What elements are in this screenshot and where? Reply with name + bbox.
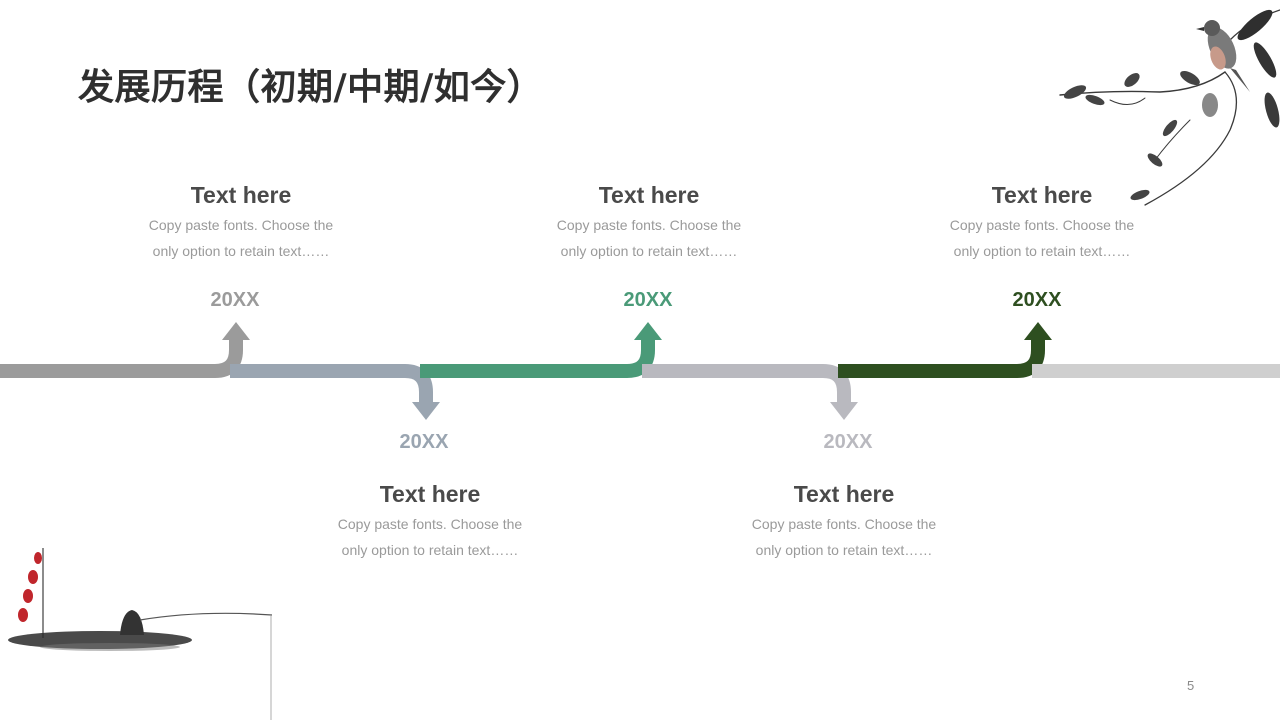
page-title: 发展历程（初期/中期/如今） — [78, 67, 544, 108]
milestone-1-year: 20XX — [210, 289, 260, 311]
milestone-2-title: Text here — [379, 481, 481, 507]
milestone-4-year: 20XX — [823, 431, 873, 453]
timeline-segment-2 — [230, 364, 433, 402]
milestone-2-desc-line-2: only option to retain text…… — [341, 542, 519, 558]
milestone-3-desc-line-1: Copy paste fonts. Choose the — [556, 217, 742, 233]
arrow-head-down-4 — [830, 402, 858, 420]
milestone-5-desc-line-1: Copy paste fonts. Choose the — [949, 217, 1135, 233]
milestone-4-title: Text here — [793, 481, 895, 507]
arrow-head-up-5 — [1024, 322, 1052, 340]
milestone-3-title: Text here — [598, 182, 700, 208]
page-number: 5 — [1187, 678, 1195, 693]
milestone-4-desc: Copy paste fonts. Choose the only option… — [714, 511, 974, 563]
timeline-segment-3 — [420, 340, 655, 378]
milestone-4-desc-line-1: Copy paste fonts. Choose the — [751, 516, 937, 532]
milestone-2-year: 20XX — [399, 431, 449, 453]
milestone-5-desc-line-2: only option to retain text…… — [953, 243, 1131, 259]
ink-bird-branch-illustration — [1059, 9, 1280, 206]
milestone-1-desc-line-1: Copy paste fonts. Choose the — [148, 217, 334, 233]
arrow-head-up-1 — [222, 322, 250, 340]
milestone-3-year: 20XX — [623, 289, 673, 311]
arrow-head-up-3 — [634, 322, 662, 340]
milestone-5-title: Text here — [991, 182, 1093, 208]
timeline-segment-4 — [642, 364, 851, 402]
milestone-4-desc-line-2: only option to retain text…… — [755, 542, 933, 558]
milestone-1-desc: Copy paste fonts. Choose the only option… — [111, 212, 371, 264]
timeline-segment-5 — [838, 340, 1045, 378]
milestone-1-desc-line-2: only option to retain text…… — [152, 243, 330, 259]
milestone-5-desc: Copy paste fonts. Choose the only option… — [912, 212, 1172, 264]
milestone-1-title: Text here — [190, 182, 292, 208]
arrow-head-down-2 — [412, 402, 440, 420]
milestone-2-desc-line-1: Copy paste fonts. Choose the — [337, 516, 523, 532]
timeline-segment-1 — [0, 340, 243, 378]
ink-fisherman-boat-illustration — [8, 548, 273, 720]
milestone-2-desc: Copy paste fonts. Choose the only option… — [300, 511, 560, 563]
milestone-3-desc: Copy paste fonts. Choose the only option… — [519, 212, 779, 264]
milestone-5-year: 20XX — [1012, 289, 1062, 311]
milestone-3-desc-line-2: only option to retain text…… — [560, 243, 738, 259]
